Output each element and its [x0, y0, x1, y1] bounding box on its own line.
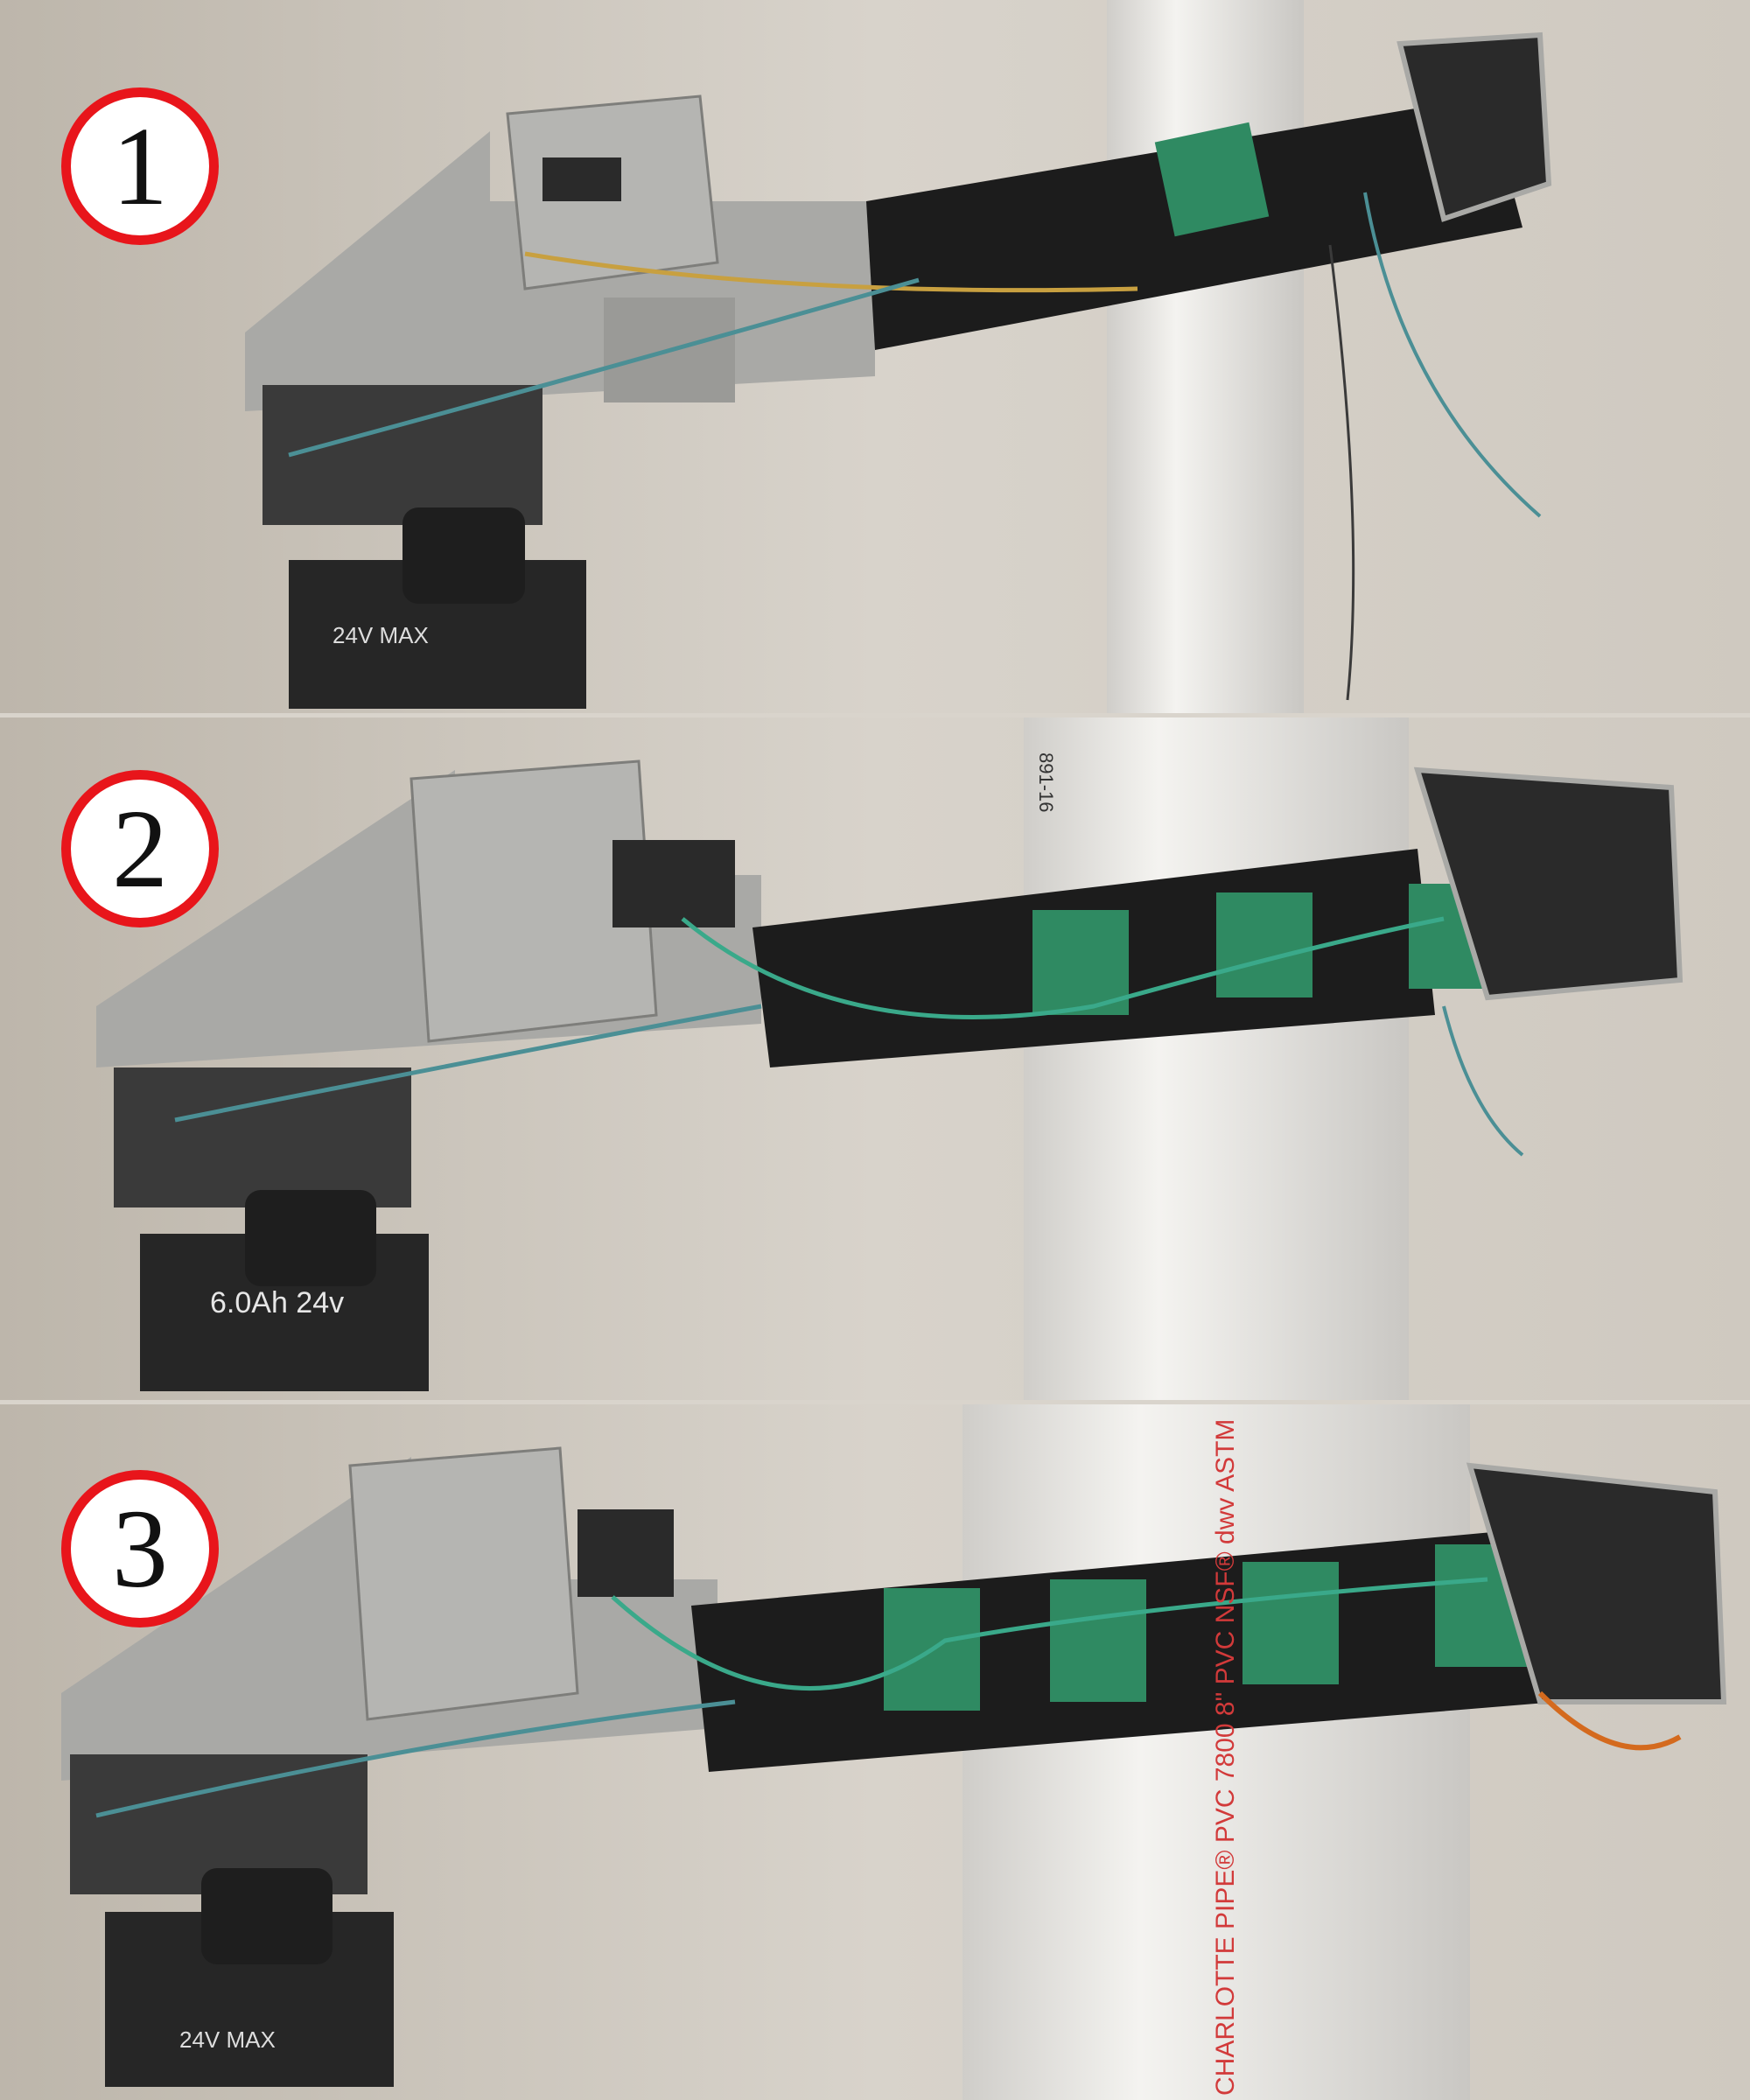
robot-photo-1: 24V MAX	[0, 0, 1750, 713]
battery-print-1: 24V MAX	[332, 622, 429, 648]
step-badge-2: 2	[61, 770, 219, 928]
robot-photo-2: 891-16 6.0Ah 24v	[0, 718, 1750, 1400]
robot-photo-3: CHARLOTTE PIPE® PVC 7800 8" PVC NSF® dwv…	[0, 1404, 1750, 2100]
step-number-1: 1	[112, 104, 168, 228]
pvc-pipe	[962, 1404, 1470, 2100]
photo-panel-1: 24V MAX 1	[0, 0, 1750, 713]
step-badge-3: 3	[61, 1470, 219, 1628]
robot-arm	[61, 1446, 1727, 2087]
photo-panel-3: CHARLOTTE PIPE® PVC 7800 8" PVC NSF® dwv…	[0, 1404, 1750, 2100]
pvc-pipe	[1024, 718, 1409, 1400]
robot-arm	[245, 32, 1552, 709]
step-number-2: 2	[112, 787, 168, 911]
robot-arm	[96, 760, 1684, 1391]
step-number-3: 3	[112, 1487, 168, 1611]
battery-print-3: 24V MAX	[179, 2026, 276, 2053]
pvc-pipe	[1107, 0, 1304, 713]
battery-print-2: 6.0Ah 24v	[210, 1286, 344, 1320]
pipe-print-2: 891-16	[1035, 752, 1057, 813]
photo-panel-2: 891-16 6.0Ah 24v 2	[0, 718, 1750, 1400]
step-badge-1: 1	[61, 88, 219, 245]
pipe-print-3: CHARLOTTE PIPE® PVC 7800 8" PVC NSF® dwv…	[1211, 1419, 1240, 2096]
